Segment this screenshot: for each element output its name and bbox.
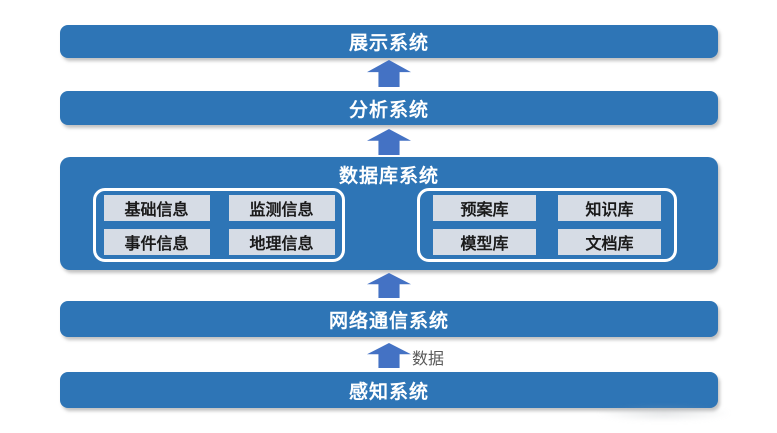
- db-library-cell-document: 文档库: [558, 229, 661, 255]
- db-library-cell-model: 模型库: [433, 229, 536, 255]
- watermark-smudge: [596, 404, 732, 422]
- db-library-cell-knowledge: 知识库: [558, 195, 661, 221]
- db-info-cell-geographic: 地理信息: [228, 229, 335, 255]
- layer-database-system: 数据库系统 基础信息 监测信息 事件信息 地理信息 预案库 知识库 模型库 文档…: [60, 157, 718, 270]
- database-library-group: 预案库 知识库 模型库 文档库: [417, 188, 677, 262]
- db-library-cell-plan: 预案库: [433, 195, 536, 221]
- db-info-cell-monitoring: 监测信息: [228, 195, 335, 221]
- layer-display-label: 展示系统: [348, 33, 429, 54]
- up-arrow-icon: [367, 129, 411, 155]
- layer-database-label: 数据库系统: [338, 166, 439, 187]
- up-arrow-icon: [367, 60, 411, 87]
- layer-analysis-system: 分析系统: [60, 91, 718, 125]
- layer-display-system: 展示系统: [60, 25, 718, 58]
- layer-perception-label: 感知系统: [348, 381, 429, 403]
- database-info-group: 基础信息 监测信息 事件信息 地理信息: [93, 188, 345, 262]
- db-info-cell-basic: 基础信息: [103, 195, 210, 221]
- layer-analysis-label: 分析系统: [348, 99, 429, 121]
- up-arrow-icon: [367, 273, 411, 298]
- db-info-cell-event: 事件信息: [103, 229, 210, 255]
- layer-network-label: 网络通信系统: [328, 310, 449, 332]
- layer-perception-system: 感知系统: [60, 372, 718, 408]
- up-arrow-icon: [367, 343, 411, 368]
- data-flow-label: 数据: [412, 351, 445, 368]
- layer-network-system: 网络通信系统: [60, 301, 718, 337]
